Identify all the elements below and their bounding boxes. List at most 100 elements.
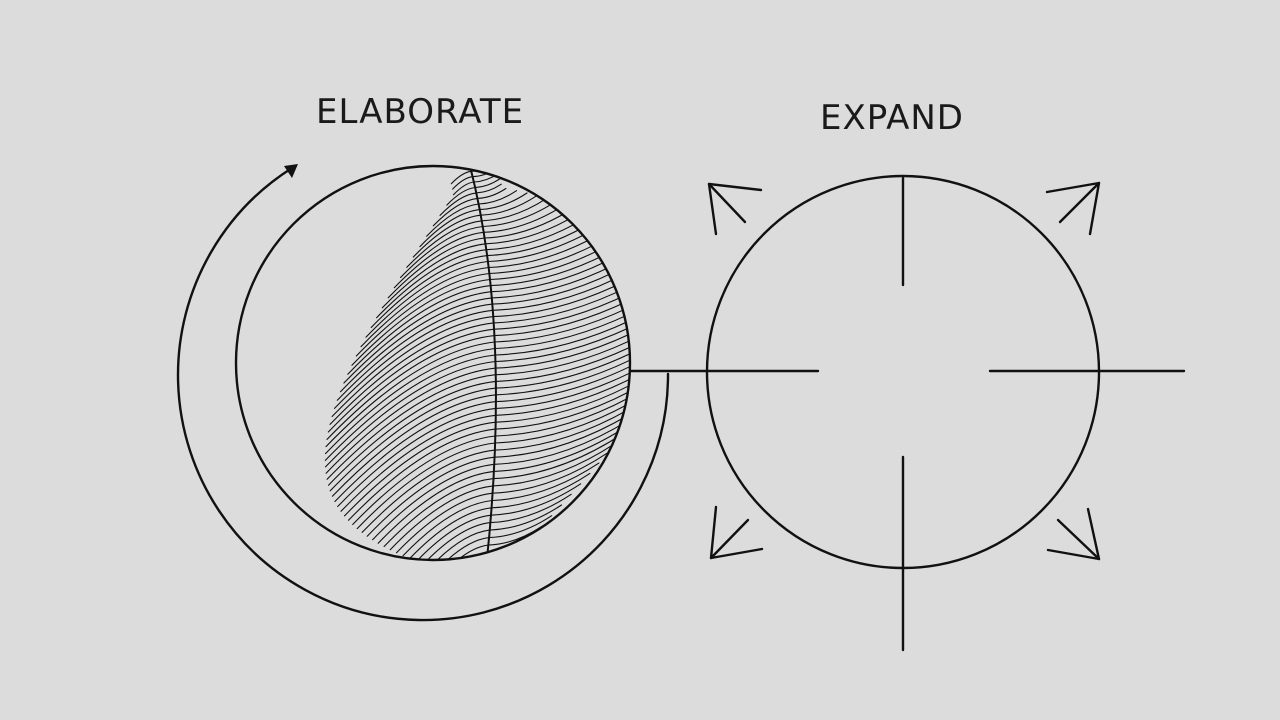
feather-barb — [406, 220, 483, 268]
feather-barb — [494, 376, 630, 437]
feather-barb — [492, 253, 630, 318]
feather-barb — [343, 421, 497, 517]
arrow-bottom-left-icon — [709, 505, 764, 560]
feather-barb — [479, 192, 528, 211]
feather-barb — [450, 170, 472, 185]
feather-barb — [495, 343, 630, 409]
feather-barb — [333, 309, 494, 409]
feather-barb — [494, 385, 630, 444]
feather-barb — [336, 303, 493, 401]
feather-barb — [324, 360, 496, 468]
feather-barb — [355, 272, 490, 357]
feather-barb — [476, 187, 507, 199]
arrow-bottom-right-icon — [1046, 507, 1101, 561]
feather-barb — [482, 199, 559, 228]
feather-barb — [426, 203, 480, 237]
feather-barb — [490, 483, 582, 516]
feather-barb — [389, 485, 494, 551]
feather-barb — [409, 507, 493, 560]
elaborate-circle — [234, 164, 632, 562]
feather-barb — [492, 442, 617, 487]
feather-barb — [331, 394, 497, 497]
feather-barb — [347, 285, 492, 375]
feather-barb — [443, 544, 489, 560]
feather-barb — [487, 525, 543, 546]
feather-barb — [494, 292, 630, 363]
elaborate-label: ELABORATE — [316, 92, 525, 132]
feather-barb — [493, 422, 630, 472]
feather-barb — [419, 209, 481, 248]
feather-barb — [351, 278, 491, 366]
feather-barb — [377, 470, 495, 544]
feather-barb — [486, 213, 606, 257]
feather-barb — [326, 374, 497, 480]
feather-barb — [327, 328, 495, 433]
feather-barb — [393, 231, 485, 289]
feather-barb — [492, 248, 630, 311]
feather-barb — [475, 183, 502, 194]
feather-barb — [383, 478, 495, 548]
feather-barb — [493, 263, 630, 330]
feather-barb — [495, 306, 630, 376]
feather-barb — [491, 239, 630, 299]
cycle-arc — [176, 166, 670, 622]
feather-barb — [343, 291, 492, 384]
feather-barb — [352, 435, 496, 526]
feather-barb — [487, 216, 615, 263]
feather-barb — [324, 354, 496, 461]
feather-barb — [491, 462, 600, 502]
feather-barb — [356, 442, 496, 530]
feather-barb — [493, 258, 630, 324]
arrow-top-right-icon — [1045, 181, 1101, 236]
feather-barb — [399, 225, 484, 279]
feather-barb — [481, 197, 549, 222]
expand-label: EXPAND — [820, 98, 964, 138]
feather-barb — [489, 493, 572, 524]
feather-barb — [492, 452, 609, 494]
feather-barb — [452, 181, 475, 196]
feather-barb — [488, 515, 553, 539]
feather-barb — [327, 380, 497, 486]
feather-barb — [446, 186, 476, 206]
feather-barb — [495, 351, 630, 416]
feather-barb — [480, 194, 538, 216]
feather-barb — [490, 235, 630, 293]
feather-barb — [366, 456, 496, 537]
feather-barb — [412, 214, 482, 258]
feather-barb — [325, 341, 496, 448]
feather-barb — [415, 514, 492, 560]
feather-barb — [370, 255, 488, 329]
feather-barb — [478, 190, 518, 205]
feather-barb — [494, 280, 630, 350]
feather-barb — [337, 407, 497, 508]
feather-barb — [331, 316, 494, 418]
feather-barb — [493, 268, 630, 337]
arrow-top-left-icon — [707, 182, 763, 236]
feather-barb — [325, 367, 497, 474]
feather-barb — [361, 449, 496, 533]
feather-barb — [495, 320, 630, 389]
feather-barb — [347, 428, 497, 521]
feather-barb — [494, 286, 630, 356]
feather-barb — [492, 432, 625, 480]
feather-barb — [365, 260, 489, 338]
feather-barb — [334, 401, 497, 503]
feather-barb — [387, 237, 486, 299]
feather-barb — [495, 313, 630, 382]
feather-barb — [452, 176, 474, 190]
feather-barb — [458, 559, 488, 560]
feather-barb — [489, 504, 563, 531]
feather-barb — [395, 492, 494, 554]
feather-barb — [495, 335, 630, 403]
feather-barb — [381, 243, 487, 309]
feather-barb — [376, 249, 487, 319]
feather-barb — [495, 359, 630, 423]
feather-barb — [324, 347, 496, 455]
feather-barb — [340, 414, 497, 512]
feather-barb — [429, 529, 491, 560]
feather-barb — [491, 243, 630, 305]
feather-barb — [422, 522, 491, 560]
feather-barb — [372, 463, 495, 541]
